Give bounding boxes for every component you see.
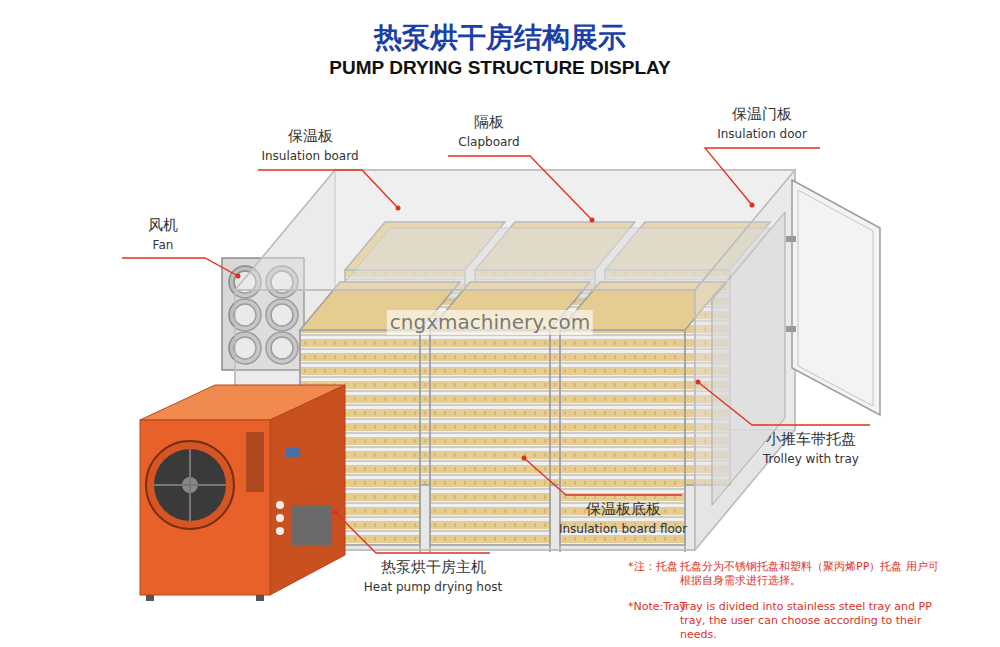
callout-label: 热泵烘干房主机 [381, 558, 486, 577]
callout-label: Insulation door [717, 127, 807, 142]
callout-label: Trolley with tray [763, 452, 859, 467]
callout-label: Clapboard [458, 135, 519, 150]
heat-pump-host [140, 385, 345, 601]
callout-label: 小推车带托盘 [766, 430, 856, 449]
callout-label: Fan [153, 238, 174, 253]
note-text: 托盘分为不锈钢托盘和塑料（聚丙烯PP）托盘 用户可根据自身需求进行选择。 [680, 560, 942, 588]
callout-label: 隔板 [474, 113, 504, 132]
subtitle: PUMP DRYING STRUCTURE DISPLAY [329, 56, 670, 80]
title: 热泵烘干房结构展示 [374, 20, 626, 55]
leader-lines [122, 148, 870, 553]
callout-label: 保温板底板 [586, 500, 661, 519]
note-heading: *注：托盘 [628, 560, 678, 574]
callout-label: Insulation board [261, 149, 358, 164]
callout-label: Insulation board floor [559, 522, 687, 537]
callout-label: 风机 [148, 216, 178, 235]
watermark: cngxmachinery.com [387, 310, 593, 335]
callout-label: Heat pump drying host [364, 580, 503, 595]
callout-label: 保温门板 [732, 105, 792, 124]
callout-label: 保温板 [288, 127, 333, 146]
leader-dots [236, 203, 755, 515]
note-text: Tray is divided into stainless steel tra… [680, 600, 942, 641]
note-heading: *Note:Tray [628, 600, 686, 614]
insulation-door [786, 180, 880, 415]
